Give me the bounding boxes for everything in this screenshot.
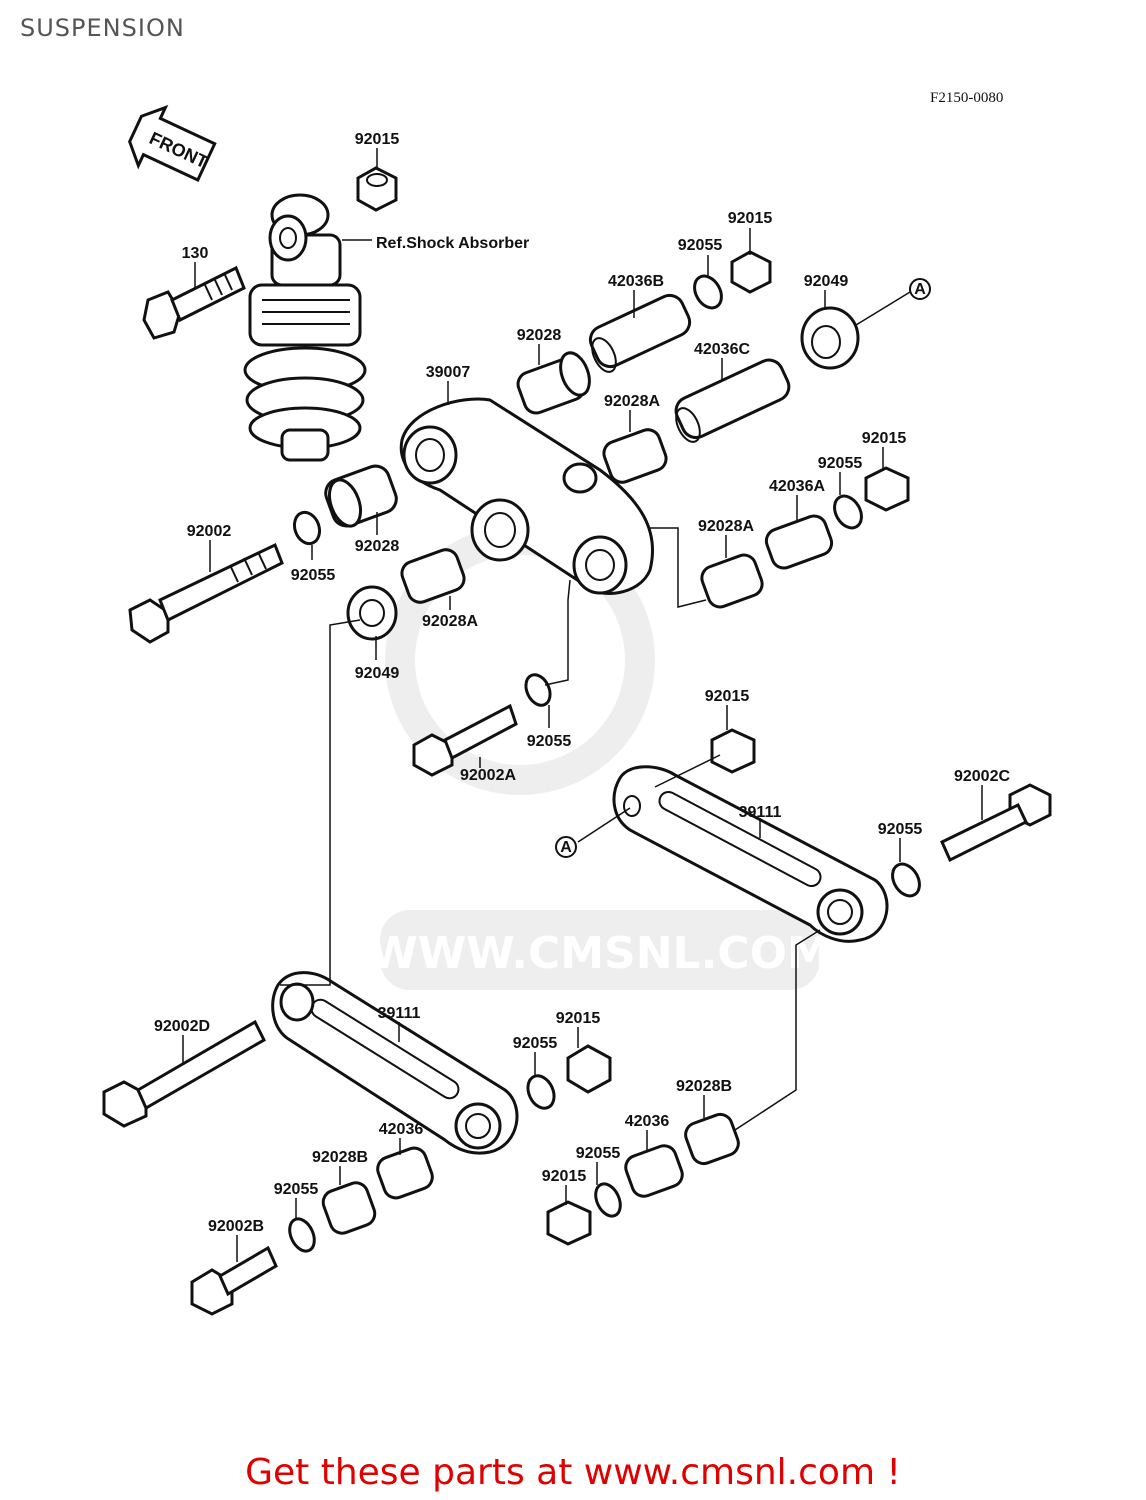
sleeve-42036B: [588, 293, 692, 373]
label-92055-rr: 92055: [878, 821, 923, 838]
label-92002: 92002: [187, 523, 232, 540]
washer-92055-c: [524, 673, 552, 707]
bolt-92002A: [412, 703, 518, 777]
footer-cta-link[interactable]: Get these parts at www.cmsnl.com !: [245, 1452, 901, 1493]
part-labels: 92015 130 92015 92055 42036B 92049 92028…: [154, 131, 1010, 1235]
label-92002D: 92002D: [154, 1018, 210, 1035]
nut-92015-r: [730, 250, 772, 294]
collar-92028B-l: [321, 1181, 377, 1235]
label-92002C: 92002C: [954, 768, 1010, 785]
bearing-92049-l: [346, 585, 398, 641]
suspension-exploded-diagram: WWW.CMSNL.COM F2150-0080 FRONT: [102, 90, 1052, 1316]
label-92002A: 92002A: [460, 767, 516, 784]
label-92055-br: 92055: [576, 1145, 621, 1162]
label-92028A-r: 92028A: [698, 518, 754, 535]
label-42036A: 42036A: [769, 478, 825, 495]
label-92049-r: 92049: [804, 273, 849, 290]
label-42036-l: 42036: [379, 1121, 424, 1138]
label-42036C: 42036C: [694, 341, 750, 358]
washer-92055-l: [292, 510, 322, 546]
link-39111-l: [271, 971, 519, 1155]
sleeve-42036C: [674, 358, 791, 443]
label-39007: 39007: [426, 364, 471, 381]
label-42036-r: 42036: [625, 1113, 670, 1130]
label-92028-top: 92028: [517, 327, 562, 344]
label-92002B: 92002B: [208, 1218, 264, 1235]
collar-92028A-r: [700, 553, 764, 609]
front-arrow-icon: FRONT: [128, 104, 217, 183]
washer-92055-b: [526, 1074, 556, 1110]
washer-92055-rr: [891, 862, 921, 898]
label-92049-l: 92049: [355, 665, 400, 682]
nut-92015-c: [710, 728, 756, 774]
collar-92028-l: [324, 464, 398, 528]
label-42036B: 42036B: [608, 273, 664, 290]
label-92028B-r: 92028B: [676, 1078, 732, 1095]
bolt-130: [142, 265, 246, 340]
nut-92015-br: [546, 1200, 592, 1246]
washer-92055-bl: [288, 1217, 316, 1253]
sleeve-42036-r: [624, 1144, 684, 1198]
watermark-text: WWW.CMSNL.COM: [369, 928, 831, 979]
label-39111-r: 39111: [739, 804, 782, 821]
bolt-92002: [128, 542, 284, 644]
label-92015-r2: 92015: [862, 430, 907, 447]
label-92015-b: 92015: [556, 1010, 601, 1027]
washer-92055-r: [693, 274, 723, 310]
bearing-92049-r: [800, 306, 860, 370]
sleeve-42036-l: [376, 1146, 434, 1200]
nut-92015-b: [566, 1044, 612, 1094]
marker-a-bottom-text: A: [560, 839, 572, 856]
washer-92055-r2: [833, 494, 863, 530]
marker-a-bottom: A: [555, 836, 577, 858]
marker-a-top: A: [909, 278, 931, 300]
label-92028-l: 92028: [355, 538, 400, 555]
label-92015-c: 92015: [705, 688, 750, 705]
diagram-code: F2150-0080: [930, 90, 1003, 106]
ref-shock-absorber-label: Ref.Shock Absorber: [376, 235, 529, 252]
shock-absorber: [243, 193, 367, 462]
collar-92028B-r: [684, 1112, 740, 1166]
label-92015-top: 92015: [355, 131, 400, 148]
nut-92015-r2: [864, 466, 910, 512]
bolt-92002D: [102, 1019, 266, 1128]
label-92055-r: 92055: [678, 237, 723, 254]
nut-92015-top: [356, 166, 398, 212]
label-92015-br: 92015: [542, 1168, 587, 1185]
label-92028A-1: 92028A: [604, 393, 660, 410]
collar-92028A-c: [400, 548, 466, 604]
label-92055-b: 92055: [513, 1035, 558, 1052]
sleeve-42036A: [764, 514, 834, 570]
label-92055-l: 92055: [291, 567, 336, 584]
label-92055-bl: 92055: [274, 1181, 319, 1198]
bolt-92002B: [190, 1245, 278, 1316]
rocker-39007: [399, 397, 655, 595]
label-92055-r2: 92055: [818, 455, 863, 472]
link-39111-r: [612, 765, 889, 943]
label-92015-r: 92015: [728, 210, 773, 227]
label-130: 130: [182, 245, 209, 262]
label-92028A-c: 92028A: [422, 613, 478, 630]
label-39111-l: 39111: [378, 1005, 421, 1022]
label-92028B-l: 92028B: [312, 1149, 368, 1166]
label-92055-c: 92055: [527, 733, 572, 750]
collar-92028-top: [516, 351, 591, 415]
leader-lines: [182, 148, 983, 1262]
washer-92055-br: [594, 1182, 622, 1218]
collar-92028A-1: [602, 428, 668, 484]
page-title: SUSPENSION: [20, 14, 185, 42]
marker-a-top-text: A: [914, 281, 926, 298]
bolt-92002C: [940, 783, 1052, 863]
